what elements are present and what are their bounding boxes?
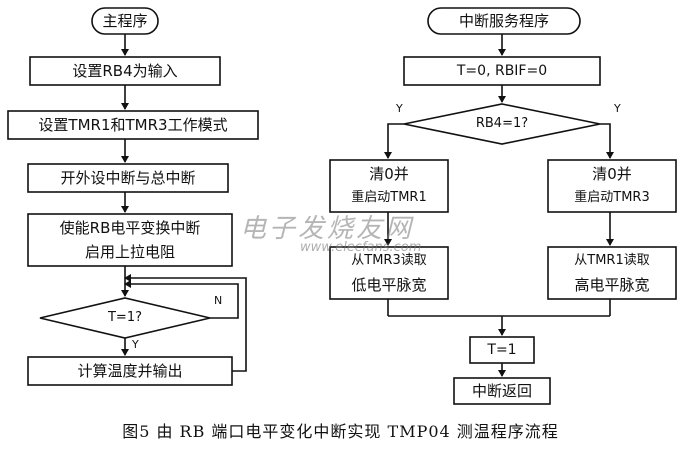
isr-right-label: Y <box>614 102 621 115</box>
isr-decision-diamond <box>403 103 601 145</box>
read-tmr1-box <box>547 246 677 300</box>
edge-isr-yes-left <box>384 123 404 159</box>
isr-init-label: T=0, RBIF=0 <box>456 63 548 79</box>
clear-tmr1-box <box>329 159 449 213</box>
clear-tmr3-line1: 清0并 <box>592 165 632 183</box>
read-tmr3-line1: 从TMR3读取 <box>351 253 427 268</box>
clear-tmr1-line1: 清0并 <box>369 165 409 183</box>
enable-int-box <box>27 163 229 193</box>
clear-tmr3-box <box>547 159 677 213</box>
read-tmr3-line2: 低电平脉宽 <box>351 276 427 294</box>
set-tmr-box <box>7 110 259 140</box>
watermark-text: 电子发烧友网 <box>240 214 415 244</box>
isr-return-box <box>453 377 551 405</box>
clear-tmr1-line2: 重启动TMR1 <box>351 190 427 205</box>
read-tmr1-line1: 从TMR1读取 <box>574 253 650 268</box>
main-yes-label: Y <box>132 338 139 351</box>
enable-int-label: 开外设中断与总中断 <box>60 169 196 187</box>
isr-yes-left-label: Y <box>396 102 403 115</box>
edge-isr-right <box>600 123 614 159</box>
main-start-label: 主程序 <box>102 12 148 30</box>
figure-caption: 图5 由 RB 端口电平变化中断实现 TMP04 测温程序流程 <box>122 422 559 441</box>
set-rb4-label: 设置RB4为输入 <box>72 62 178 80</box>
set-t1-label: T=1 <box>487 342 517 358</box>
enable-rb-box <box>27 213 233 267</box>
set-tmr-label: 设置TMR1和TMR3工作模式 <box>38 116 228 134</box>
main-no-label: N <box>214 294 223 307</box>
isr-return-label: 中断返回 <box>471 382 532 400</box>
edge-calc-loop-back <box>124 274 247 372</box>
watermark-url: www.elecfans.com <box>300 240 422 255</box>
enable-rb-line2: 启用上拉电阻 <box>84 243 175 261</box>
isr-start-terminal <box>427 7 581 35</box>
read-tmr1-line2: 高电平脉宽 <box>574 276 650 294</box>
calc-output-label: 计算温度并输出 <box>77 362 183 380</box>
enable-rb-line1: 使能RB电平变换中断 <box>59 219 201 237</box>
read-tmr3-box <box>329 246 449 300</box>
clear-tmr3-line2: 重启动TMR3 <box>574 190 650 205</box>
isr-start-label: 中断服务程序 <box>458 12 549 30</box>
main-decision-label: T=1? <box>107 310 142 325</box>
isr-decision-label: RB4=1? <box>475 116 529 131</box>
edge-main-no-loop <box>124 280 239 319</box>
